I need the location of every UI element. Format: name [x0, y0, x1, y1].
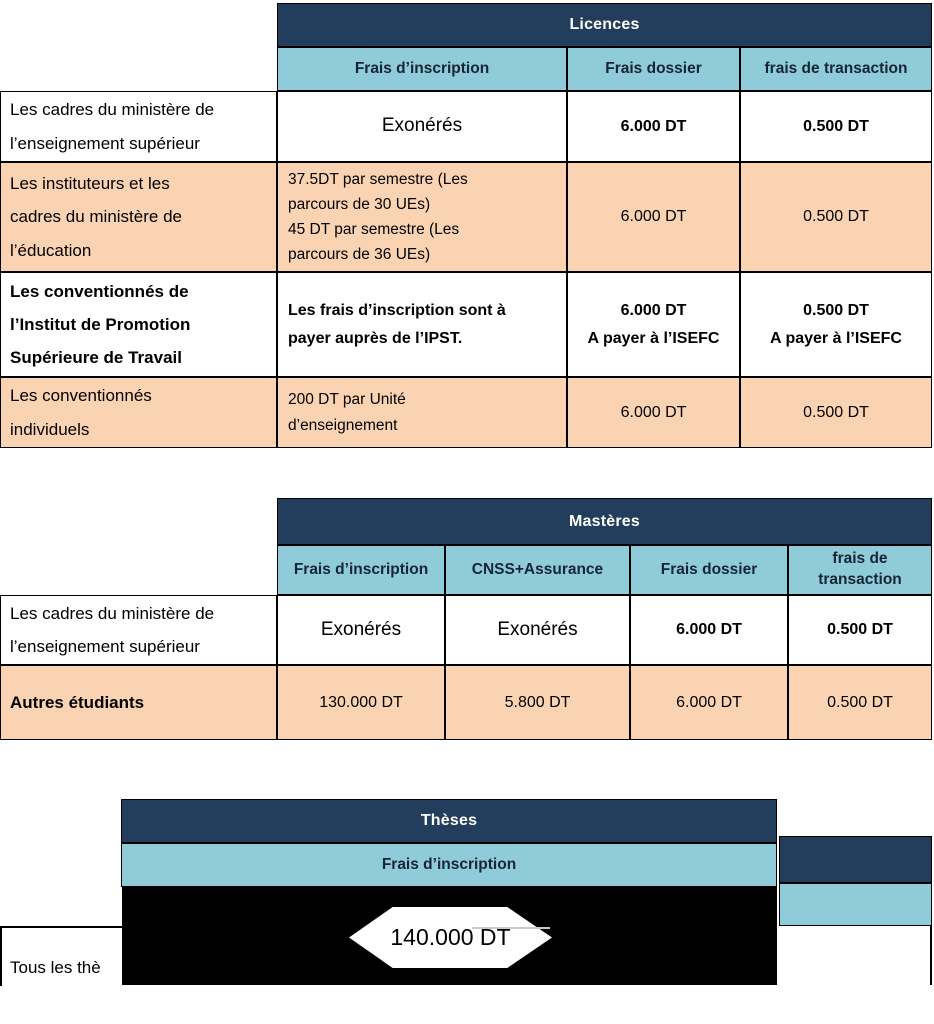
masteres-col-inscription: Frais d’inscription	[277, 545, 445, 595]
licences-row4-label: Les conventionnés individuels	[0, 377, 277, 448]
licences-row3-dossier: 6.000 DT A payer à l’ISEFC	[567, 272, 740, 377]
masteres-row1-dossier: 6.000 DT	[630, 595, 788, 665]
theses-right-subheader-fragment	[779, 883, 932, 926]
licences-row1-dossier: 6.000 DT	[567, 91, 740, 162]
licences-col-inscription: Frais d’inscription	[277, 47, 567, 91]
licences-row4-dossier: 6.000 DT	[567, 377, 740, 448]
licences-row4-inscription: 200 DT par Unité d’enseignement	[277, 377, 567, 448]
masteres-col-transaction: frais de transaction	[788, 545, 932, 595]
masteres-row2-label: Autres étudiants	[0, 665, 277, 740]
masteres-row1-inscription: Exonérés	[277, 595, 445, 665]
masteres-row1-cnss: Exonérés	[445, 595, 630, 665]
masteres-row1-label: Les cadres du ministère de l’enseignemen…	[0, 595, 277, 665]
masteres-row2-cnss: 5.800 DT	[445, 665, 630, 740]
theses-amount: 140.000 DT	[390, 924, 511, 950]
licences-row3-transaction: 0.500 DT A payer à l’ISEFC	[740, 272, 932, 377]
theses-right-cell-fragment	[779, 926, 932, 985]
licences-row3-label: Les conventionnés de l’Institut de Promo…	[0, 272, 277, 377]
licences-row2-transaction: 0.500 DT	[740, 162, 932, 272]
masteres-col-cnss: CNSS+Assurance	[445, 545, 630, 595]
masteres-col-dossier: Frais dossier	[630, 545, 788, 595]
amount-hexagon: 140.000 DT	[349, 907, 552, 968]
masteres-table-title: Mastères	[277, 498, 932, 545]
licences-row1-label: Les cadres du ministère de l’enseignemen…	[0, 91, 277, 162]
theses-right-header-fragment	[779, 836, 932, 883]
theses-clipped-row-label: Tous les thè	[10, 958, 101, 977]
licences-col-dossier: Frais dossier	[567, 47, 740, 91]
hexagon-shape	[349, 907, 552, 968]
licences-row4-transaction: 0.500 DT	[740, 377, 932, 448]
licences-table-title: Licences	[277, 3, 932, 47]
masteres-row2-dossier: 6.000 DT	[630, 665, 788, 740]
licences-row1-transaction: 0.500 DT	[740, 91, 932, 162]
theses-table-title: Thèses	[121, 799, 777, 843]
licences-col-transaction: frais de transaction	[740, 47, 932, 91]
licences-row1-inscription: Exonérés	[277, 91, 567, 162]
masteres-row2-transaction: 0.500 DT	[788, 665, 932, 740]
licences-row2-inscription: 37.5DT par semestre (Les parcours de 30 …	[277, 162, 567, 272]
hexagon-callout-line	[472, 927, 550, 929]
licences-row3-inscription: Les frais d’inscription sont à payer aup…	[277, 272, 567, 377]
theses-col-inscription: Frais d’inscription	[121, 843, 777, 887]
masteres-row2-inscription: 130.000 DT	[277, 665, 445, 740]
licences-row2-dossier: 6.000 DT	[567, 162, 740, 272]
masteres-row1-transaction: 0.500 DT	[788, 595, 932, 665]
licences-row2-label: Les instituteurs et les cadres du minist…	[0, 162, 277, 272]
